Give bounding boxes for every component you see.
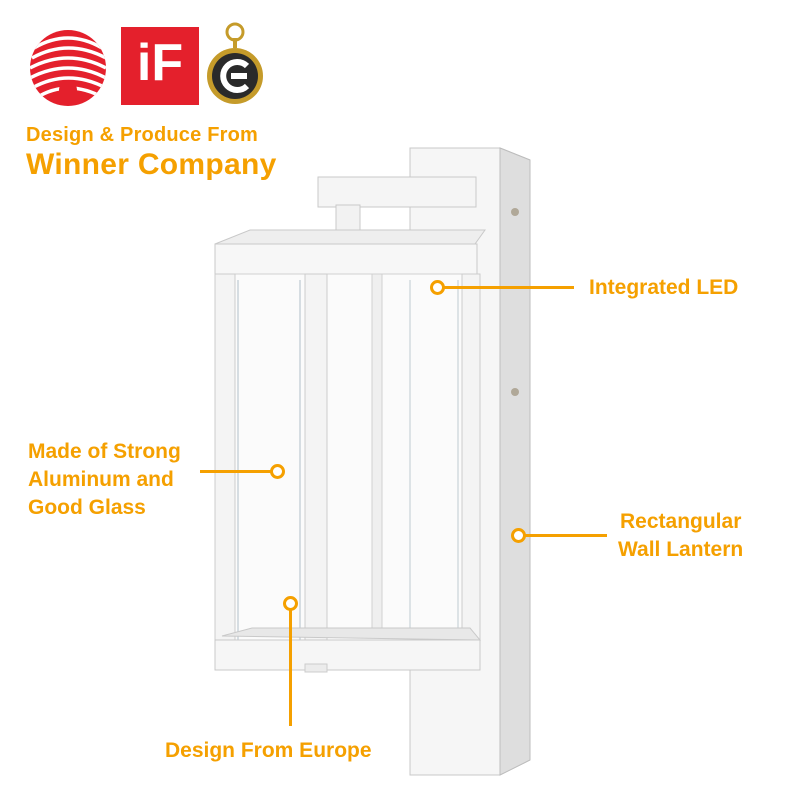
headline-line-1: Design & Produce From bbox=[26, 124, 259, 146]
callout-shape: Rectangular Wall Lantern bbox=[618, 508, 743, 564]
callout-line-material bbox=[200, 470, 272, 473]
marker-led-icon bbox=[430, 280, 445, 295]
callout-shape-line-2: Wall Lantern bbox=[618, 538, 744, 561]
callout-shape-line-1: Rectangular bbox=[620, 510, 742, 533]
callout-integrated-led: Integrated LED bbox=[589, 276, 739, 299]
callout-material-line-2: Aluminum and bbox=[28, 468, 174, 491]
marker-design-icon bbox=[283, 596, 298, 611]
callout-design-origin: Design From Europe bbox=[165, 739, 372, 762]
marker-material-icon bbox=[270, 464, 285, 479]
if-award-label: iF bbox=[136, 34, 184, 92]
callout-line-design bbox=[289, 608, 292, 726]
marker-shape-icon bbox=[511, 528, 526, 543]
red-dot-award-icon bbox=[30, 30, 106, 106]
callout-material: Made of Strong Aluminum and Good Glass bbox=[28, 438, 181, 522]
callout-material-line-1: Made of Strong bbox=[28, 440, 181, 463]
headline-line-2: Winner Company bbox=[26, 148, 277, 181]
design-medal-icon bbox=[207, 22, 263, 104]
callout-line-shape bbox=[525, 534, 607, 537]
callout-material-line-3: Good Glass bbox=[28, 496, 146, 519]
callout-line-led bbox=[444, 286, 574, 289]
if-award-logo: iF bbox=[121, 27, 199, 105]
